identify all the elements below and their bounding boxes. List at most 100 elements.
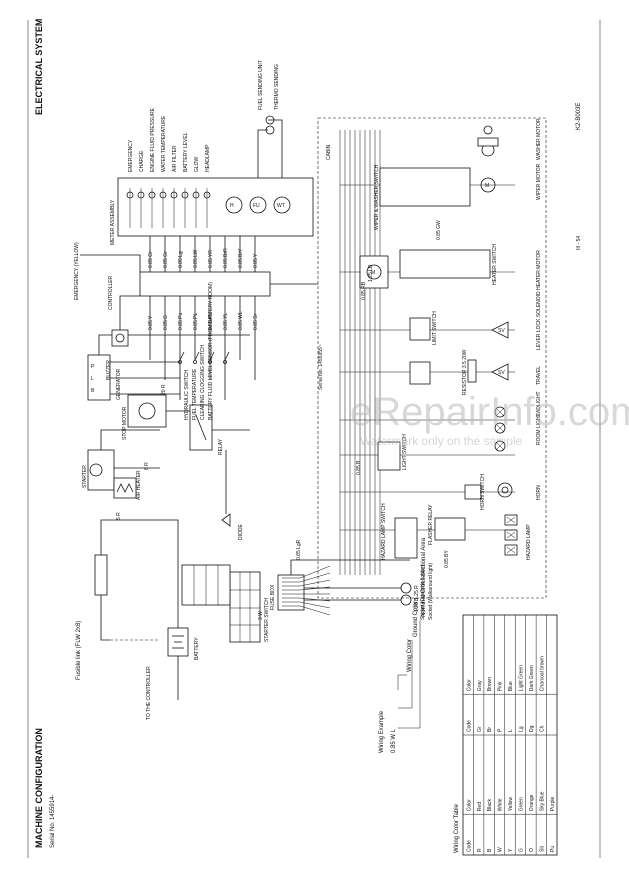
header-left: MACHINE CONFIGURATION bbox=[34, 728, 44, 848]
starter-box bbox=[87, 449, 115, 491]
cabin-outline bbox=[317, 117, 547, 599]
svg-text:L: L bbox=[91, 376, 94, 382]
color-table-cell: Sky Blue bbox=[539, 791, 545, 811]
hazard-section: HAZARD LAMP SWITCH FLASHER RELAY HAZARD … bbox=[381, 503, 532, 560]
indicator-lamp-icon bbox=[126, 191, 134, 199]
wiring-color-table: Wiring Color Table CodeColorCodeColorRRe… bbox=[454, 614, 558, 856]
controller-box bbox=[139, 271, 271, 297]
heater-switch-label: HEATER SWITCH bbox=[492, 244, 498, 285]
wiring-example-title: Wiring Example bbox=[379, 710, 385, 753]
limit-switch-label: LIMIT SWITCH bbox=[432, 311, 438, 345]
color-table-cell: Charcoal brown bbox=[539, 656, 545, 691]
socket-cigar-label: Socket (Cigarette lighter) bbox=[420, 564, 426, 620]
indicator-lamp-icon bbox=[159, 191, 167, 199]
hydraulic-switch-label: HYDRAULIC SWITCH bbox=[184, 370, 190, 420]
battery-fluid-label: BATTERY FLUID LEVEL SENSOR (FROM BATTERY… bbox=[208, 282, 214, 420]
room-light-label: ROOM LIGHT bbox=[536, 413, 542, 445]
color-table-cell: P bbox=[498, 728, 504, 732]
fuel-sending-icon bbox=[265, 125, 275, 135]
wiper-motor-label: WIPER MOTOR bbox=[536, 163, 542, 200]
area-label: Nominal Cross-sectional Area bbox=[421, 537, 427, 617]
wire-label: 0.85 LgR bbox=[296, 539, 302, 560]
meter-wire-label: 0.85 YR bbox=[208, 250, 214, 268]
fusible-link-label: Fusible link (FLW 2x8) bbox=[76, 621, 82, 680]
color-table-cell: Lg bbox=[519, 726, 525, 732]
socket-cigar-icon bbox=[400, 582, 412, 594]
color-table-cell: L bbox=[508, 729, 514, 732]
lever-lock-sv bbox=[491, 321, 509, 339]
resistor-label: RESISTOR 3.5 20W bbox=[462, 349, 468, 395]
meter-wire-label: 0.85 BrY bbox=[238, 248, 244, 268]
wiper-washer-switch-label: WIPER & WASHER SWITCH bbox=[374, 164, 380, 230]
fusible-link bbox=[94, 554, 108, 596]
color-table-cell: Brown bbox=[487, 677, 493, 691]
meter-wire-label: 0.85 Gr bbox=[148, 251, 154, 268]
indicator-label: AIR FILTER bbox=[172, 145, 178, 172]
cabin-label: CABIN bbox=[326, 144, 332, 160]
temp-gauge-icon bbox=[273, 196, 291, 214]
light-switch-label: LIGHT SWITCH bbox=[402, 434, 408, 470]
wire-label: 0.85 GW bbox=[436, 220, 442, 240]
ground-color-label: Ground Color bbox=[413, 601, 419, 637]
color-table-cell: Ch bbox=[539, 725, 545, 732]
hazard-lamp-label: HAZARD LAMP bbox=[526, 524, 532, 560]
meter-wire-label: 0.85 BrR bbox=[223, 248, 229, 268]
color-table-cell: Green bbox=[519, 797, 525, 811]
fuse-wire bbox=[299, 586, 331, 591]
washer-motor-label: WASHER MOTOR bbox=[536, 118, 542, 160]
controller-wire-label: 0.85 Sr bbox=[253, 314, 259, 330]
wire-label: 20 R bbox=[161, 384, 167, 395]
sensor-switches: HYDRAULIC SWITCH FUEL TEMPERATURE CLEARI… bbox=[178, 282, 230, 420]
fuse-wire bbox=[299, 597, 331, 602]
heater-motor-box bbox=[359, 255, 389, 289]
svg-text:FU: FU bbox=[253, 203, 260, 209]
color-table-cell: Light Green bbox=[519, 665, 525, 691]
clearing-clogging-label: CLEARING CLOGGING SWITCH bbox=[200, 345, 206, 420]
color-table-cell: R bbox=[477, 848, 483, 852]
indicator-label: BATTERY LEVEL bbox=[183, 132, 189, 172]
wire-label: 0.85 RB bbox=[361, 281, 367, 300]
wiring-color-label: Wiring Color bbox=[407, 639, 413, 672]
fuse-wire bbox=[299, 572, 331, 583]
indicator-lamp-icon bbox=[181, 191, 189, 199]
watermark-sub: Watermark only on the sample bbox=[360, 434, 523, 448]
light-switch-box bbox=[377, 441, 401, 471]
fuse-box: FUSE BOX bbox=[270, 559, 410, 616]
svg-text:H: H bbox=[230, 203, 234, 209]
color-table-cell: Blue bbox=[508, 681, 514, 691]
controller-wire-label: 0.85 Pu bbox=[178, 313, 184, 330]
svg-text:SV: SV bbox=[498, 328, 505, 334]
color-table-cell: White bbox=[498, 798, 504, 811]
meter-wire-label: 0.85 Gr bbox=[163, 251, 169, 268]
wiring-example: Wiring Example 0.85 W L Wiring Color Gro… bbox=[379, 537, 427, 753]
lamp-icon bbox=[494, 406, 506, 418]
fuse-wire bbox=[299, 579, 331, 587]
wiring-example-leader-1 bbox=[397, 674, 407, 690]
color-table-cell: Dg bbox=[529, 725, 535, 732]
heater-motor-label: HEATER MOTOR bbox=[536, 250, 542, 290]
indicator-label: ENGINE FLUID PRESSURE bbox=[150, 107, 156, 172]
hazard-switch-box bbox=[394, 517, 418, 559]
flasher-relay-label: FLASHER RELAY bbox=[428, 504, 434, 545]
emergency-label: EMERGENCY (YELLOW) bbox=[74, 242, 80, 300]
color-table-cell: Dark Green bbox=[529, 665, 535, 691]
switch-contact bbox=[224, 351, 230, 361]
switch-contact bbox=[194, 351, 200, 361]
flasher-relay-box bbox=[434, 517, 466, 541]
svg-text:WT: WT bbox=[277, 203, 285, 209]
color-table-cell: B bbox=[487, 848, 493, 852]
wiper-motor-icon bbox=[480, 177, 496, 193]
controller-label: CONTROLLER bbox=[108, 275, 114, 310]
solenoids: LIMIT SWITCH RESISTOR 3.5 20W SV SV LEVE… bbox=[409, 291, 542, 395]
wire-label: 3 W bbox=[258, 611, 264, 620]
wire-label: 8 R bbox=[144, 462, 150, 470]
buzzer-box bbox=[111, 329, 129, 347]
controller-wire-label: 0.85 Y bbox=[148, 315, 154, 330]
color-table-cell: G bbox=[519, 848, 525, 852]
color-table-cell: W bbox=[498, 847, 504, 852]
stop-motor bbox=[127, 394, 167, 428]
wiper-heater: M HEATER SWITCH HEATER MOTOR WIPER & WAS… bbox=[359, 118, 542, 290]
starter-label: STARTER bbox=[82, 465, 88, 488]
color-table-cell: Y bbox=[508, 848, 514, 852]
